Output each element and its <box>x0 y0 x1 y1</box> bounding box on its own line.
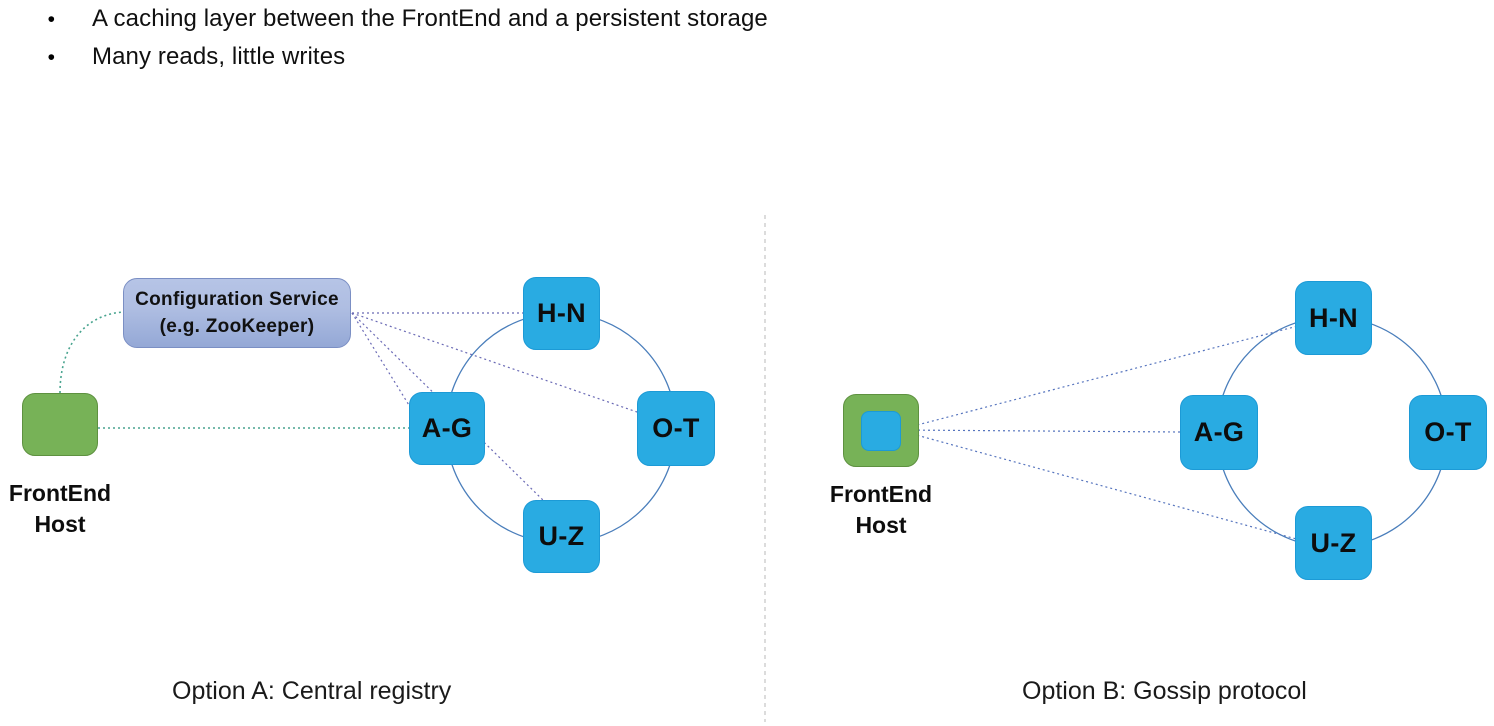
option-a-caption: Option A: Central registry <box>172 677 452 705</box>
link-host-to-config <box>59 311 126 394</box>
ring-node-b-ot[interactable]: O-T <box>1409 395 1487 470</box>
bullet-marker-icon: • <box>47 46 55 69</box>
ring-node-a-ot-label: O-T <box>652 413 700 443</box>
ring-node-b-ag[interactable]: A-G <box>1180 395 1258 470</box>
ring-node-b-uz-label: U-Z <box>1310 527 1357 558</box>
ring-node-b-uz[interactable]: U-Z <box>1295 506 1372 580</box>
list-item: • A caching layer between the FrontEnd a… <box>0 0 1100 38</box>
link-gossip-to-ag <box>897 429 1181 433</box>
config-service-line1: Configuration Service <box>135 289 339 310</box>
bullet-text: A caching layer between the FrontEnd and… <box>92 5 768 32</box>
ring-node-a-hn[interactable]: H-N <box>523 277 600 350</box>
option-b-caption: Option B: Gossip protocol <box>1022 677 1307 705</box>
frontend-host-label-a: FrontEnd Host <box>0 478 120 540</box>
frontend-host-node-a[interactable] <box>22 393 98 456</box>
frontend-host-node-b[interactable] <box>843 394 919 467</box>
configuration-service-node[interactable]: Configuration Service (e.g. ZooKeeper) <box>123 278 351 348</box>
frontend-host-label-b: FrontEnd Host <box>821 479 941 541</box>
config-service-line2: (e.g. ZooKeeper) <box>159 316 315 337</box>
ring-node-a-uz-label: U-Z <box>538 521 585 551</box>
ring-node-b-hn[interactable]: H-N <box>1295 281 1372 355</box>
frontend-host-label-a-line2: Host <box>34 511 86 537</box>
ring-node-a-hn-label: H-N <box>537 298 586 328</box>
list-item: • Many reads, little writes <box>0 38 1100 76</box>
ring-node-a-ot[interactable]: O-T <box>637 391 715 466</box>
bullet-marker-icon: • <box>47 8 55 31</box>
ring-node-a-uz[interactable]: U-Z <box>523 500 600 573</box>
gossip-client-icon <box>861 410 901 451</box>
ring-node-b-ag-label: A-G <box>1193 417 1245 447</box>
ring-node-a-ag[interactable]: A-G <box>409 392 485 465</box>
frontend-host-label-a-line1: FrontEnd <box>8 480 112 506</box>
frontend-host-label-b-line2: Host <box>855 512 907 538</box>
frontend-host-label-b-line1: FrontEnd <box>829 481 933 507</box>
ring-node-a-ag-label: A-G <box>421 413 473 443</box>
ring-node-b-ot-label: O-T <box>1424 417 1472 447</box>
bullet-text: Many reads, little writes <box>92 43 346 70</box>
link-config-to-ag <box>351 312 413 411</box>
bullet-list: • A caching layer between the FrontEnd a… <box>0 0 1100 76</box>
ring-node-b-hn-label: H-N <box>1309 302 1358 333</box>
